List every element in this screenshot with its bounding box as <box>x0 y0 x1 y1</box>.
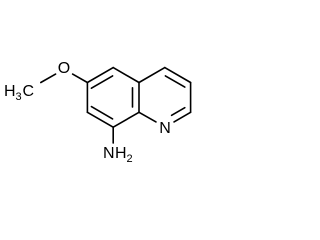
ring-n-label: N <box>159 120 171 137</box>
methyl-c-label: C <box>23 83 35 100</box>
bond-n1-c8a <box>138 111 157 123</box>
bond-c4-c3-inner <box>164 75 186 88</box>
amine-h-label: H <box>115 145 127 162</box>
bond-c8-c7-inner <box>90 105 114 120</box>
bond-c4-c3 <box>164 66 192 84</box>
amine-h-count: 2 <box>127 153 133 165</box>
bond-c8-c7 <box>86 111 114 128</box>
methoxy-o-label: O <box>58 60 70 77</box>
bond-c6-o <box>71 73 89 84</box>
chemical-structure: H 3 C O N N H 2 <box>4 60 192 165</box>
amine-n-label: N <box>103 145 115 162</box>
bond-c6-c5 <box>86 66 114 84</box>
bond-o-ch3 <box>39 73 57 84</box>
atom-labels: H 3 C O N N H 2 <box>4 60 171 165</box>
methyl-h-label: H <box>4 83 16 100</box>
bond-c6-c5-inner <box>90 75 114 89</box>
methyl-h-count: 3 <box>16 91 22 103</box>
bonds <box>39 66 192 144</box>
bond-c2-n1 <box>173 111 192 123</box>
bond-c8a-c8 <box>112 111 140 128</box>
bond-c4a-c4 <box>138 66 166 84</box>
bond-c5-c4a <box>112 66 140 84</box>
bond-c2-n1-inner <box>170 106 186 117</box>
